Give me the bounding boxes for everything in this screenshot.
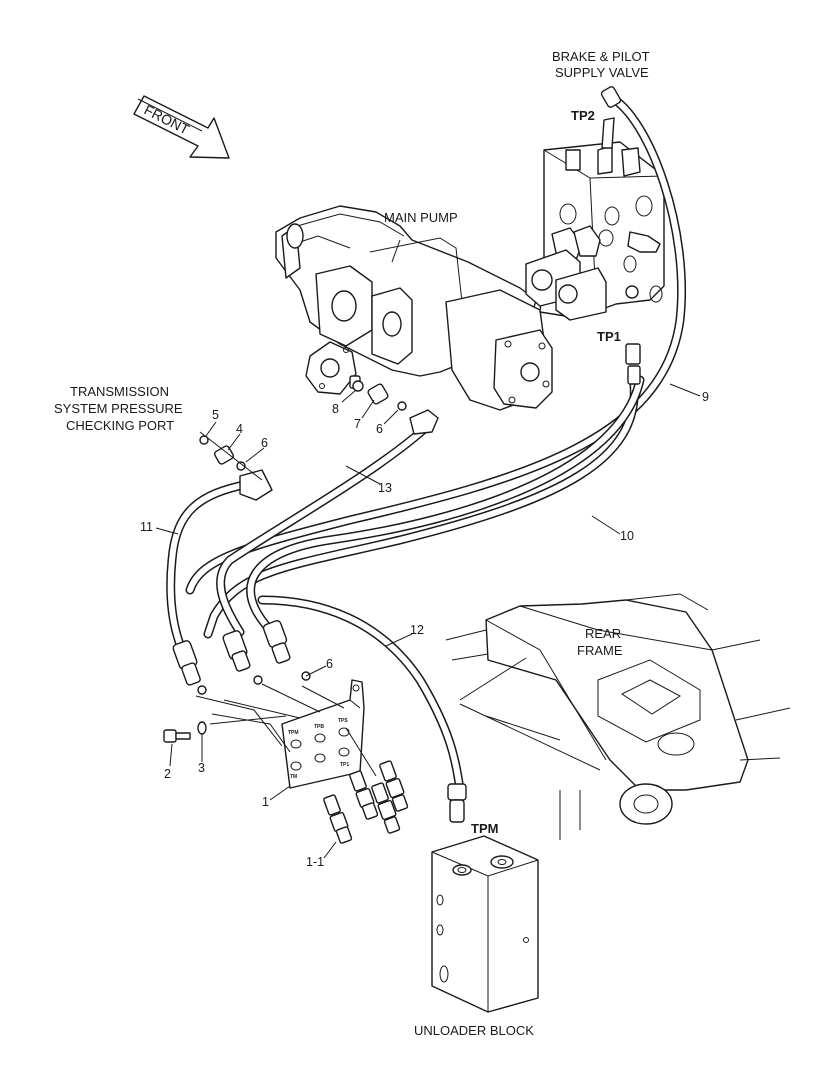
rear-frame-label-2: FRAME <box>577 643 623 658</box>
transmission-label-2: SYSTEM PRESSURE <box>54 401 183 416</box>
callout-12: 12 <box>410 623 424 637</box>
callout-leaders <box>155 383 701 859</box>
rear-frame <box>445 593 791 840</box>
hose-fittings <box>172 86 641 823</box>
hose-12 <box>257 595 465 795</box>
hose-13 <box>216 419 435 637</box>
main-pump <box>275 205 553 411</box>
callout-6-pump: 6 <box>376 422 383 436</box>
callout-10: 10 <box>620 529 634 543</box>
brake-pilot-label-2: SUPPLY VALVE <box>555 65 649 80</box>
test-fittings-1-1 <box>323 727 409 844</box>
unloader-block-label: UNLOADER BLOCK <box>414 1023 534 1038</box>
transmission-check-port-fittings <box>199 431 263 481</box>
callout-13: 13 <box>378 481 392 495</box>
port-leader-lines <box>195 657 527 753</box>
transmission-label-1: TRANSMISSION <box>70 384 169 399</box>
brake-pilot-label-1: BRAKE & PILOT <box>552 49 650 64</box>
callout-4: 4 <box>236 422 243 436</box>
callout-1: 1 <box>262 795 269 809</box>
unloader-block <box>431 835 539 1013</box>
callout-5: 5 <box>212 408 219 422</box>
bracket-label-tpb: TPB <box>314 724 324 730</box>
bolt-and-washer <box>163 721 207 743</box>
transmission-label-3: CHECKING PORT <box>66 418 174 433</box>
rear-frame-label-1: REAR <box>585 626 621 641</box>
bracket-label-tps: TPS <box>338 718 348 724</box>
main-pump-label: MAIN PUMP <box>384 210 458 225</box>
brake-pilot-supply-valve <box>525 117 665 321</box>
bracket-label-tpm: TPM <box>288 730 299 736</box>
callout-9: 9 <box>702 390 709 404</box>
hose-extra <box>246 375 645 637</box>
bracket-label-tm: TM <box>290 774 297 780</box>
test-point-tpm-label: TPM <box>471 821 498 836</box>
callout-7: 7 <box>354 417 361 431</box>
callout-11: 11 <box>140 520 153 534</box>
callout-6-transmission: 6 <box>261 436 268 450</box>
callout-2: 2 <box>164 767 171 781</box>
hose-10 <box>203 379 639 639</box>
callout-3: 3 <box>198 761 205 775</box>
test-port-bracket: TPM TPB TPS TM TP1 <box>281 679 365 789</box>
front-direction-arrow: FRONT <box>133 95 230 159</box>
callout-6-bracket: 6 <box>326 657 333 671</box>
bracket-label-tp1: TP1 <box>340 762 349 768</box>
test-point-tp2-label: TP2 <box>571 108 595 123</box>
hose-11 <box>166 479 253 655</box>
test-point-tp1-label: TP1 <box>597 329 621 344</box>
callout-1-1: 1-1 <box>306 855 324 869</box>
callout-8: 8 <box>332 402 339 416</box>
pump-port-fittings <box>352 380 407 411</box>
